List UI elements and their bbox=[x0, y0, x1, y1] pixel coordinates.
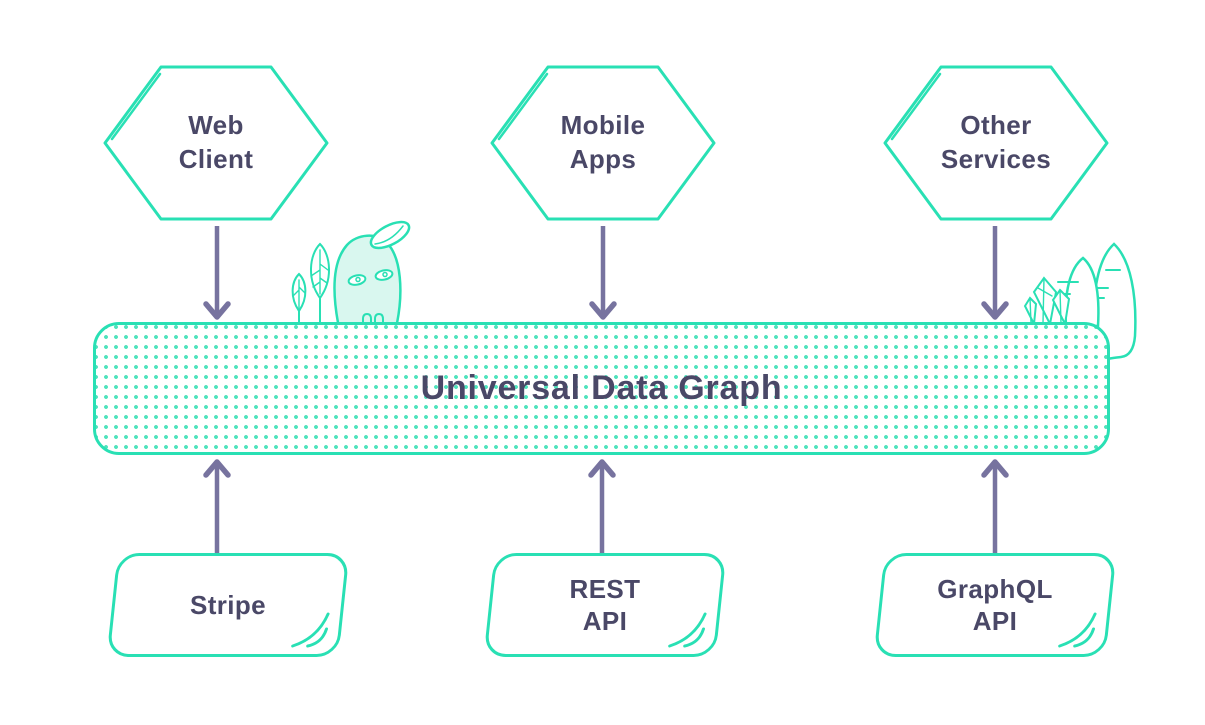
hexagon-shape bbox=[103, 65, 329, 221]
hexagon-shape bbox=[883, 65, 1109, 221]
hexagon-accent-line bbox=[497, 72, 549, 141]
source-node-rest-api: REST API bbox=[483, 553, 727, 657]
crystal-cluster-icon bbox=[1023, 276, 1071, 328]
client-node-mobile-apps: Mobile Apps bbox=[489, 63, 717, 223]
source-node-stripe: Stripe bbox=[106, 553, 350, 657]
corner-flourish-icon bbox=[291, 612, 330, 648]
source-shape bbox=[106, 553, 350, 657]
arrow-down-mobile-apps-icon bbox=[589, 226, 617, 320]
client-node-other-services: Other Services bbox=[882, 63, 1110, 223]
source-shape bbox=[483, 553, 727, 657]
source-label: GraphQL API bbox=[937, 573, 1053, 637]
arrow-down-other-services-icon bbox=[981, 226, 1009, 320]
source-label: REST API bbox=[569, 573, 641, 637]
arrow-up-rest-api-icon bbox=[588, 459, 616, 553]
corner-flourish-icon bbox=[1058, 612, 1097, 648]
spirit-eyes bbox=[347, 269, 394, 286]
hexagon-accent-line bbox=[890, 72, 942, 141]
source-shape bbox=[873, 553, 1117, 657]
client-node-web-client: Web Client bbox=[102, 63, 330, 223]
arrow-up-stripe-icon bbox=[203, 459, 231, 553]
bar-title: Universal Data Graph bbox=[420, 369, 783, 407]
client-label: Other Services bbox=[940, 110, 1052, 174]
corner-flourish-icon bbox=[668, 612, 707, 648]
hexagon-shape bbox=[490, 65, 716, 221]
hexagon-accent-line bbox=[110, 72, 162, 141]
arrow-down-web-client-icon bbox=[203, 226, 231, 320]
client-label: Web Client bbox=[178, 110, 254, 174]
arrow-up-graphql-api-icon bbox=[981, 459, 1009, 553]
forest-spirit-icon bbox=[291, 220, 411, 323]
source-node-graphql-api: GraphQL API bbox=[873, 553, 1117, 657]
universal-data-graph-bar: Universal Data Graph bbox=[93, 322, 1110, 455]
client-label: Mobile Apps bbox=[560, 110, 646, 174]
source-label: Stripe bbox=[189, 589, 267, 620]
